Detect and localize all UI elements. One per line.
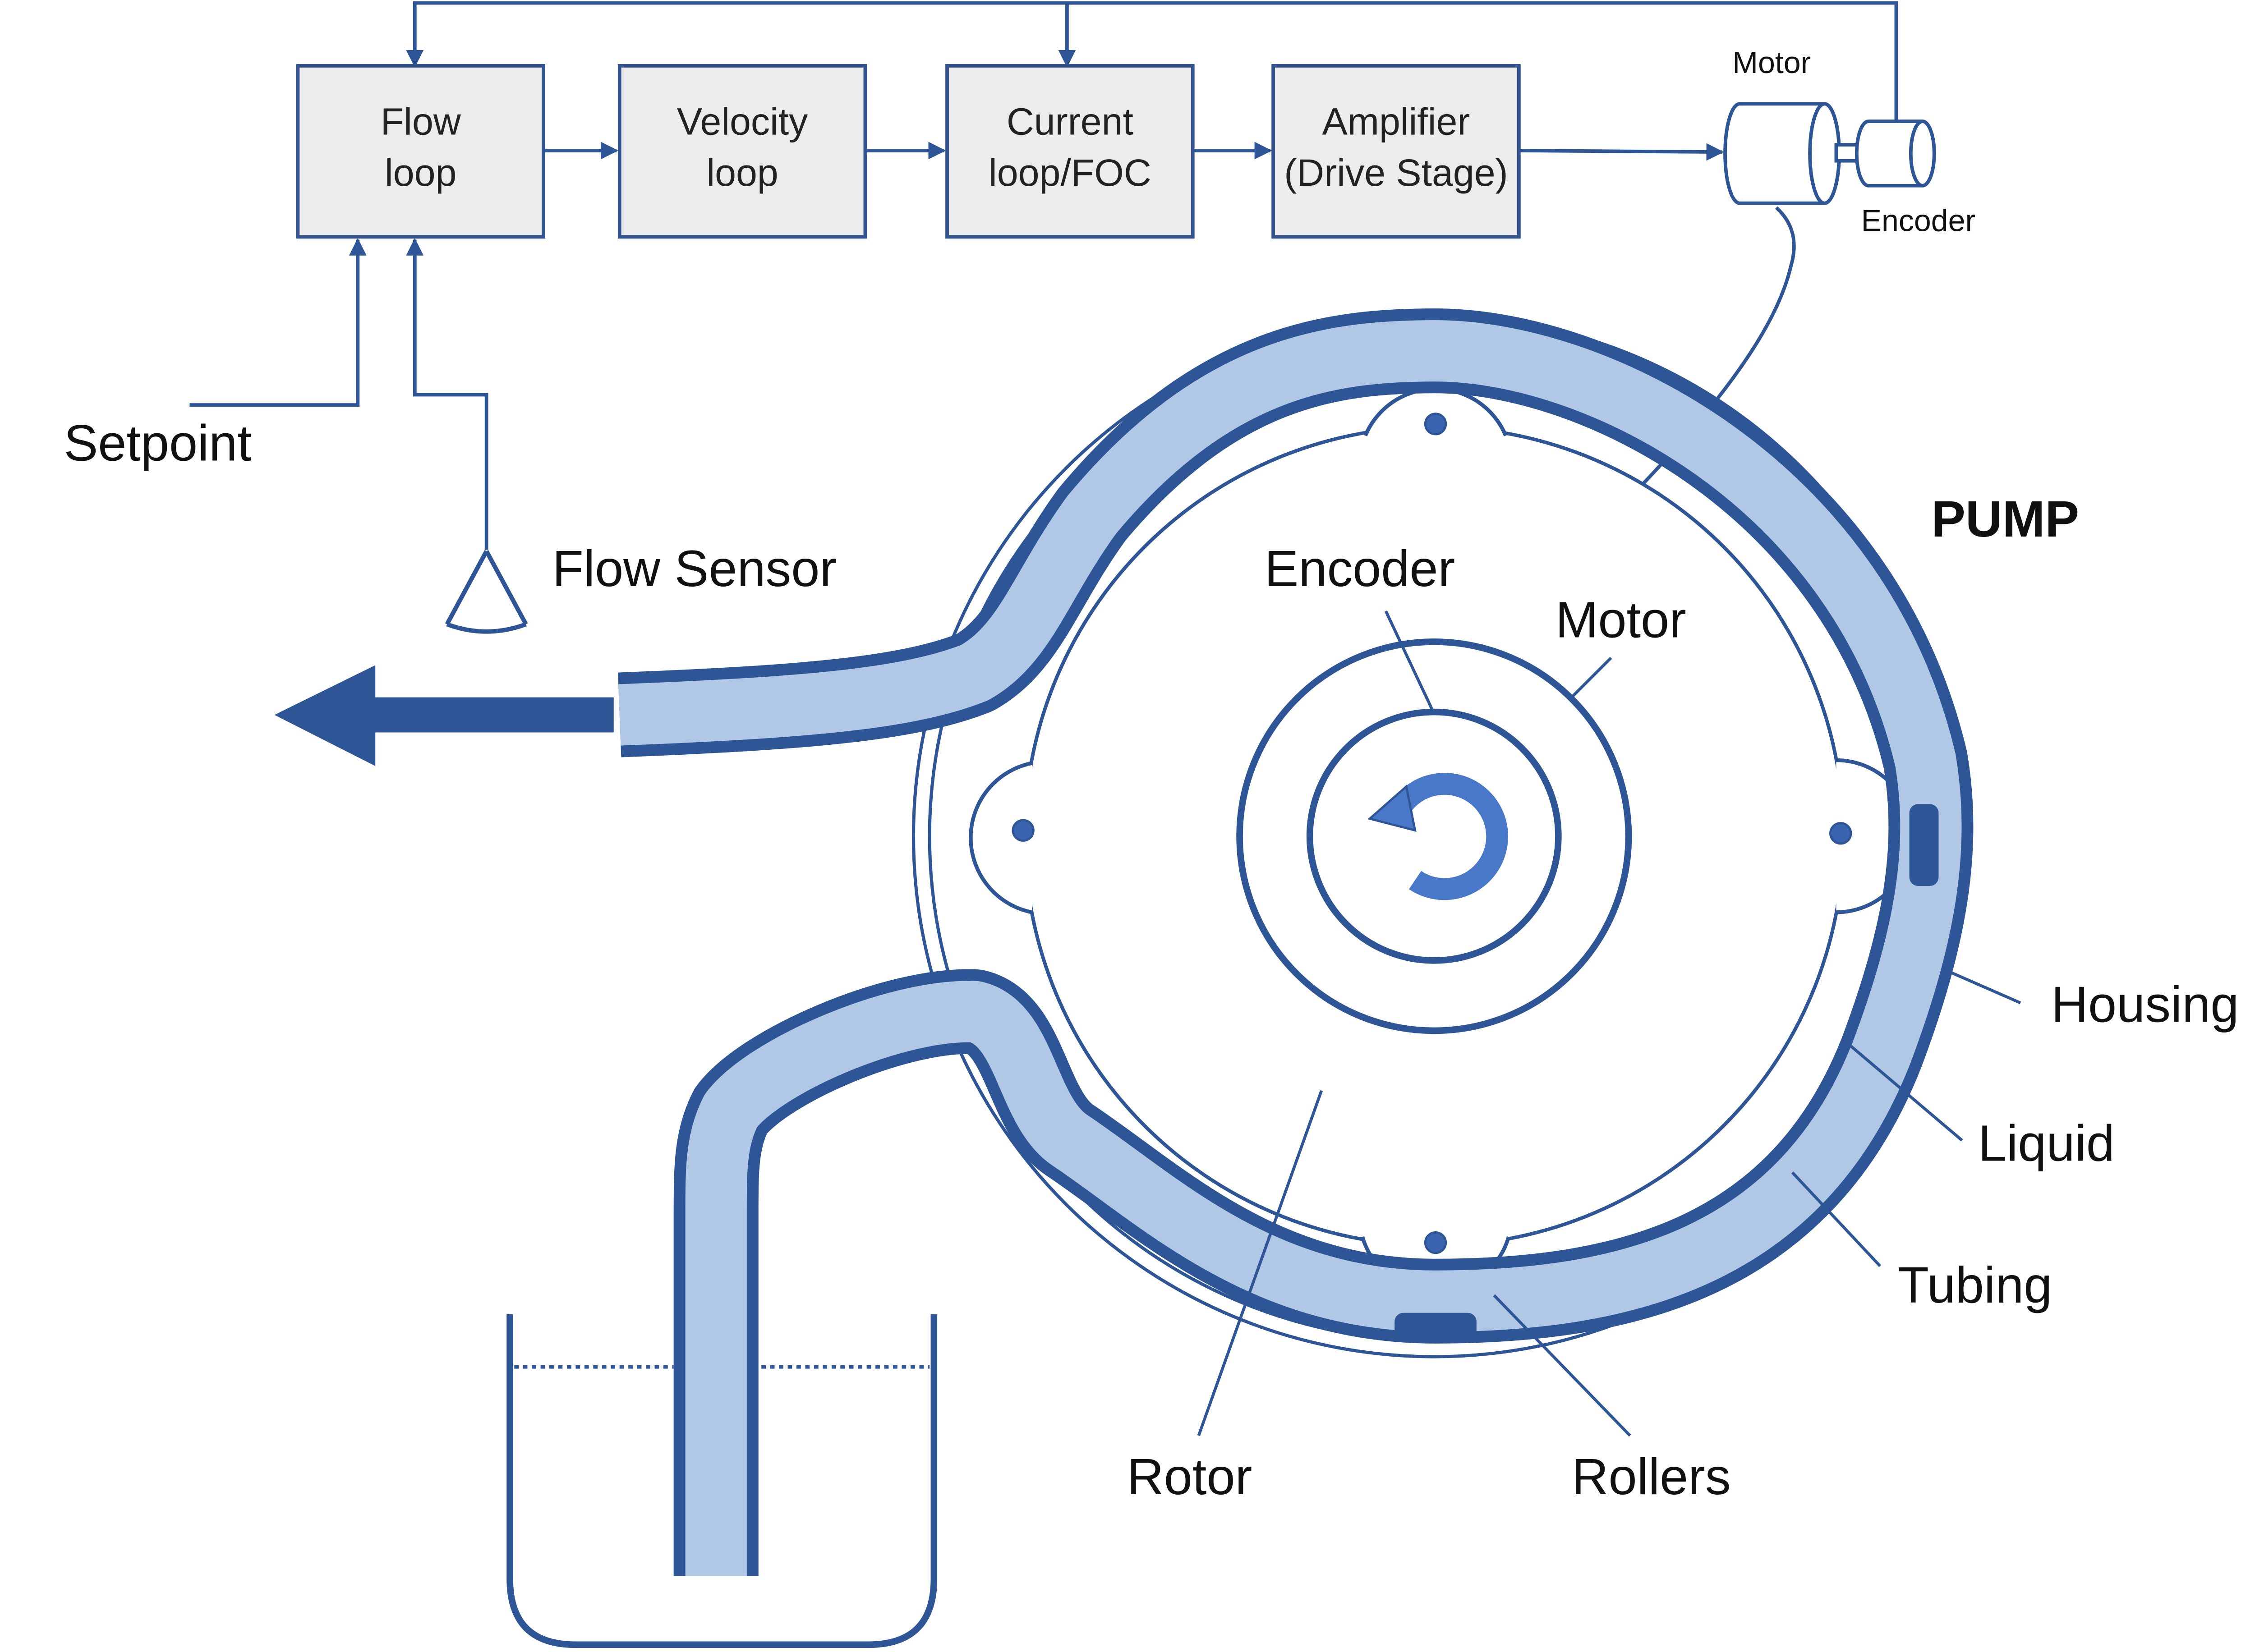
motor-ring <box>1236 638 1632 1034</box>
roller-left <box>969 761 1032 914</box>
pinch-bottom <box>1394 1312 1477 1340</box>
motor-leader <box>1569 656 1612 700</box>
rollers-leader <box>1493 1294 1631 1437</box>
motor-icon <box>1723 102 1863 205</box>
pinch-right <box>1909 804 1939 886</box>
flow-loop-box <box>296 64 546 239</box>
velocity-loop-label-line2: loop <box>706 151 778 194</box>
housing-leader <box>1950 971 2021 1005</box>
velocity-loop-label-line1: Velocity <box>677 100 808 142</box>
outflow-arrow-shape <box>274 665 614 766</box>
encoder-label: Encoder <box>1265 540 1455 597</box>
motor-label: Motor <box>1555 592 1686 649</box>
amplifier-label-line2: (Drive Stage) <box>1284 151 1508 194</box>
leader-lines <box>1197 610 2021 1437</box>
flow-sensor-icon <box>445 550 528 634</box>
amplifier-label-line1: Amplifier <box>1322 100 1470 142</box>
current-loop-block: Current loop/FOC <box>945 64 1195 239</box>
housing-label: Housing <box>2051 976 2239 1033</box>
rotation-arrow-icon <box>1367 773 1508 900</box>
motor-small-label: Motor <box>1732 46 1811 80</box>
setpoint-label: Setpoint <box>64 414 252 472</box>
outflow-arrow-icon <box>274 665 614 766</box>
velocity-loop-block: Velocity loop <box>617 64 867 239</box>
flow-loop-label-line2: loop <box>385 151 456 194</box>
rotor-label: Rotor <box>1127 1448 1252 1505</box>
current-loop-label-line2: loop/FOC <box>989 151 1151 194</box>
tubing <box>618 308 1974 1576</box>
encoder-small-label: Encoder <box>1861 203 1976 238</box>
rollers-label: Rollers <box>1572 1448 1731 1505</box>
liquid-leader <box>1845 1041 1963 1142</box>
pump <box>911 314 1956 1358</box>
roller-axle-bottom <box>1424 1231 1447 1254</box>
pump-title: PUMP <box>1931 491 2079 548</box>
liquid-label: Liquid <box>1978 1115 2115 1172</box>
encoder-end-face <box>1909 119 1936 188</box>
tubing-label: Tubing <box>1898 1257 2053 1314</box>
control-blocks: Flow loop Velocity loop Current loop/FOC… <box>296 64 1521 239</box>
reservoir <box>506 1314 938 1648</box>
amplifier-to-motor-arrow <box>1520 143 1724 161</box>
flow-loop-block: Flow loop <box>296 64 546 239</box>
encoder-ring <box>1306 708 1562 964</box>
setpoint-line <box>189 238 367 407</box>
reservoir-vessel <box>506 1314 938 1648</box>
encoder-feedback-line <box>406 1 1898 120</box>
rotation-arrow-head <box>1367 784 1417 832</box>
roller-axle-top <box>1424 413 1447 436</box>
flow-sensor-feedback-line <box>406 238 488 550</box>
roller-axle-right <box>1829 822 1852 845</box>
encoder-leader <box>1384 610 1434 711</box>
velocity-loop-box <box>617 64 867 239</box>
encoder-icon <box>1855 119 1936 188</box>
flow-sensor-triangle <box>445 550 528 625</box>
rotation-arrow-arc <box>1393 773 1508 900</box>
tubing-leader <box>1791 1171 1882 1267</box>
flow-sensor-arc <box>446 622 527 634</box>
current-loop-box <box>945 64 1195 239</box>
flow-loop-label-line1: Flow <box>381 100 461 142</box>
current-loop-label-line1: Current <box>1007 100 1133 142</box>
tubing-liquid <box>618 320 1962 1576</box>
roller-axle-left <box>1012 819 1035 842</box>
flow-sensor-label: Flow Sensor <box>552 540 837 597</box>
pinch-points <box>1394 804 1939 1340</box>
amplifier-box <box>1271 64 1521 239</box>
rotor-leader <box>1197 1090 1323 1436</box>
amplifier-block: Amplifier (Drive Stage) <box>1271 64 1521 239</box>
